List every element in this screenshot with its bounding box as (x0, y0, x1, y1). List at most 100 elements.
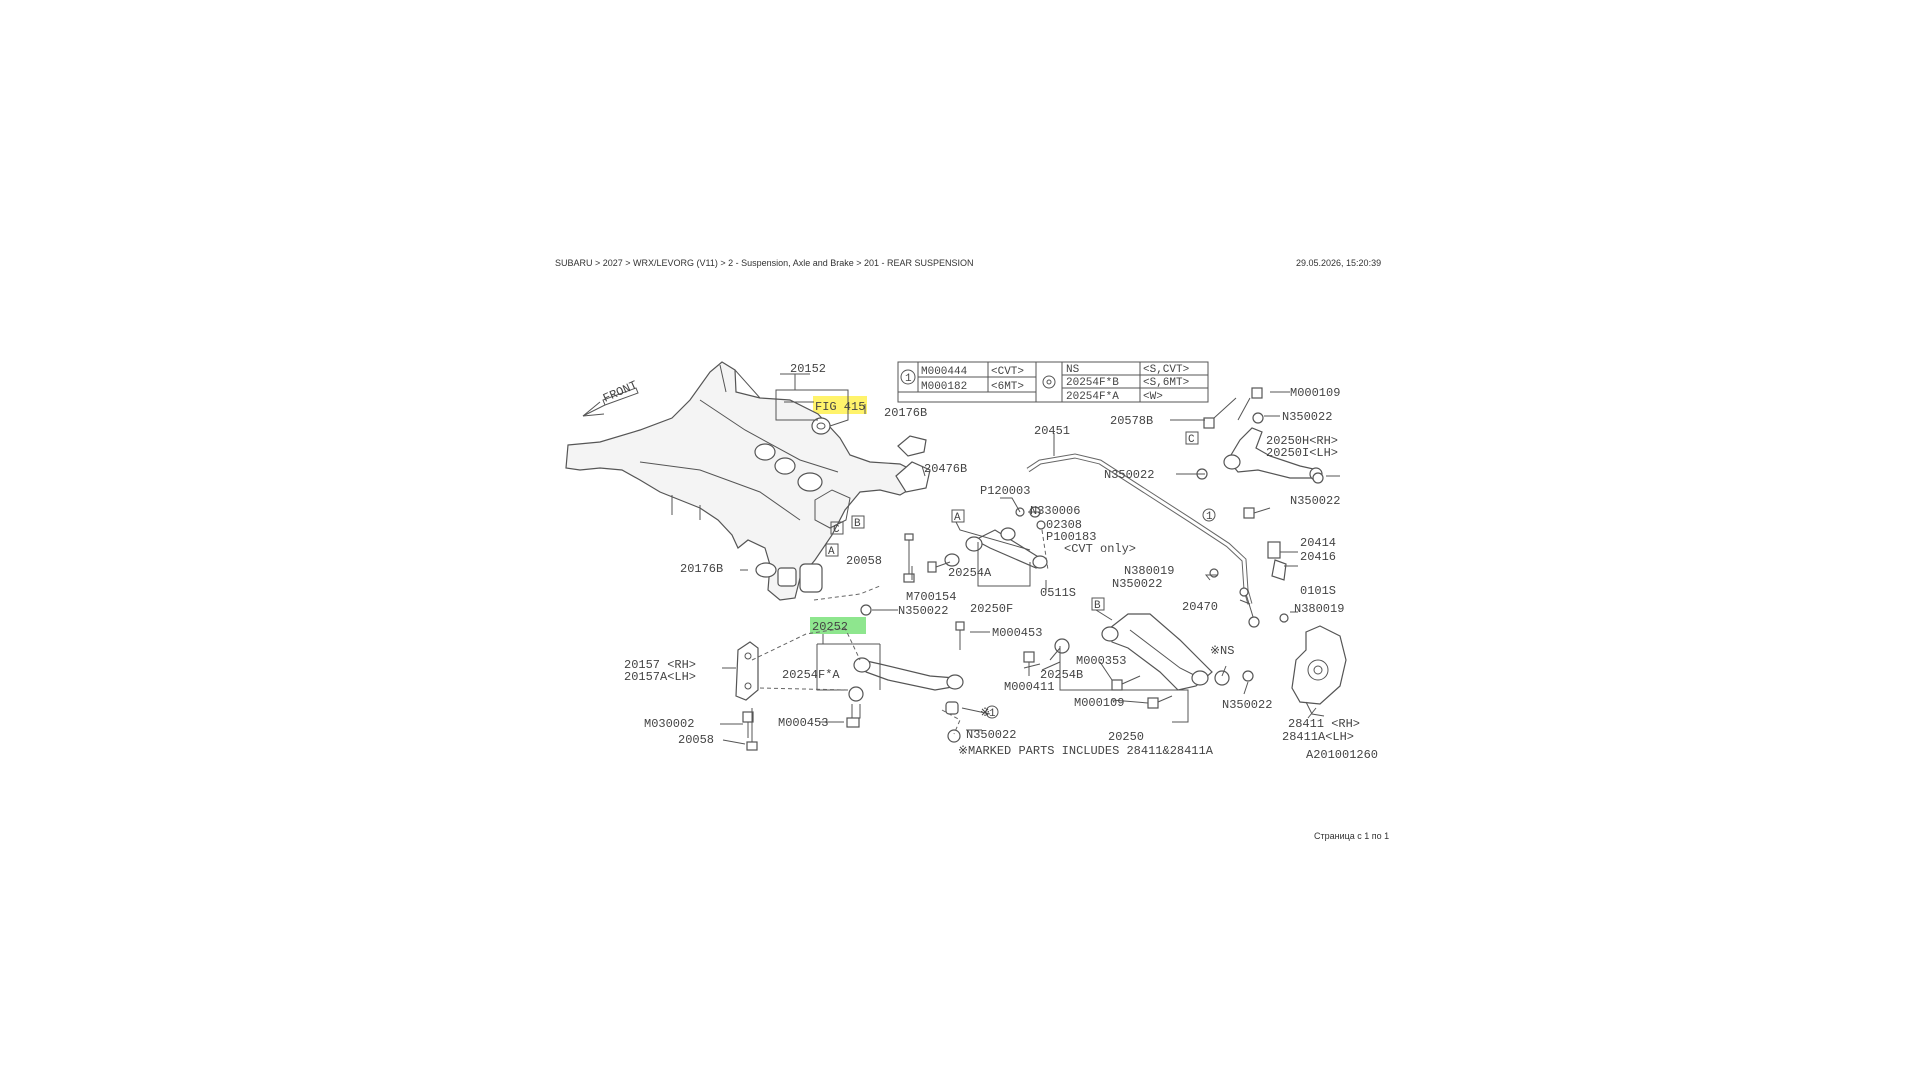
label-n350022-3: N350022 (1290, 494, 1340, 508)
label-20470: 20470 (1182, 600, 1218, 614)
highlight-green (810, 617, 866, 634)
circle-marker-icons (985, 508, 1216, 719)
legend-part-5: 20254F*A (1066, 391, 1119, 403)
bolt-m030002 (742, 711, 754, 738)
label-20176b-top: 20176B (884, 406, 927, 420)
label-n350022-4: N350022 (1112, 577, 1162, 591)
legend-part-3: NS (1066, 364, 1080, 376)
label-n350022-7: N350022 (966, 728, 1016, 742)
bolt-n380019-2 (1279, 613, 1289, 623)
stabilizer-bushing-20414 (1267, 541, 1287, 581)
circle-marker-1: 1 (1206, 511, 1213, 523)
label-n380019-2: N380019 (1294, 602, 1344, 616)
bolt-m000109-top (1237, 387, 1263, 421)
legend-cond-2: <6MT> (991, 381, 1024, 393)
label-20414: 20414 (1300, 536, 1336, 550)
label-m700154: M700154 (906, 590, 956, 604)
legend-table (897, 361, 1209, 403)
label-02308: 02308 (1046, 518, 1082, 532)
label-p120003: P120003 (980, 484, 1030, 498)
label-n330006: N330006 (1030, 504, 1080, 518)
label-20250i: 20250I<LH> (1266, 446, 1338, 460)
rear-subframe (565, 361, 913, 601)
front-label: FRONT (601, 378, 640, 405)
bolt-20578b (1203, 397, 1237, 429)
label-20250f: 20250F (970, 602, 1013, 616)
nut-n350022-1 (1252, 412, 1264, 424)
box-letter-c-1: C (833, 524, 840, 536)
label-n350022-6: N350022 (1222, 698, 1272, 712)
label-m000109-bottom: M000109 (1074, 696, 1124, 710)
label-20157: 20157 <RH> (624, 658, 696, 672)
label-20416: 20416 (1300, 550, 1336, 564)
mount-20176b-left (755, 562, 777, 578)
box-letter-marks (825, 431, 1199, 611)
nut-n350022-6 (1242, 670, 1254, 682)
box-letter-b-1: B (854, 518, 861, 530)
label-m000453-2: M000453 (778, 716, 828, 730)
label-20157a: 20157A<LH> (624, 670, 696, 684)
label-star-mark: ※ (980, 706, 990, 720)
label-m000453-1: M000453 (992, 626, 1042, 640)
diagram-code: A201001260 (1306, 748, 1378, 762)
bolt-m000411 (1023, 651, 1035, 676)
legend-circle-symbol: 1 (905, 373, 912, 385)
nut-n350022-7 (947, 729, 961, 743)
label-m000109-top: M000109 (1290, 386, 1340, 400)
box-letter-a-2: A (954, 512, 961, 524)
label-m000411: M000411 (1004, 680, 1054, 694)
label-28411: 28411 <RH> (1288, 717, 1360, 731)
breadcrumb: SUBARU > 2027 > WRX/LEVORG (V11) > 2 - S… (555, 258, 974, 268)
washer-icon (1042, 375, 1056, 389)
label-20451: 20451 (1034, 424, 1070, 438)
hub-carrier-28411 (1291, 625, 1347, 717)
label-20476b: 20476B (924, 462, 967, 476)
legend-cond-1: <CVT> (991, 366, 1024, 378)
circle-marker-2: 1 (989, 708, 996, 720)
dashed-guide-lines (751, 585, 961, 735)
legend-cond-4: <S,6MT> (1143, 377, 1189, 389)
label-20252: 20252 (812, 620, 848, 634)
legend-part-2: M000182 (921, 381, 967, 393)
stabilizer-link-20470 (1239, 587, 1260, 628)
label-m030002: M030002 (644, 717, 694, 731)
legend-cond-5: <W> (1143, 391, 1163, 403)
bolt-20058-bottom (746, 708, 758, 751)
legend-part-1: M000444 (921, 366, 968, 378)
bolt-m700154 (927, 561, 951, 573)
label-n350022-2: N350022 (1104, 468, 1154, 482)
mount-20476b (895, 461, 931, 493)
legend-part-4: 20254F*B (1066, 377, 1119, 389)
bolt-n380019-1 (1209, 568, 1219, 578)
stabilizer-bar-20451 (1026, 453, 1253, 605)
label-p100183: P100183 (1046, 530, 1096, 544)
label-n380019-1: N380019 (1124, 564, 1174, 578)
label-ns-star: ※NS (1210, 644, 1234, 658)
label-20254b: 20254B (1040, 668, 1083, 682)
bolt-m000453-1 (955, 621, 965, 650)
front-arrow-icon (582, 387, 639, 417)
box-letter-b-2: B (1094, 600, 1101, 612)
label-20152: 20152 (790, 362, 826, 376)
label-fig-415: FIG 415 (815, 400, 865, 414)
bolt-marked-star (945, 701, 959, 715)
label-m000353: M000353 (1076, 654, 1126, 668)
legend-cond-3: <S,CVT> (1143, 364, 1189, 376)
label-20058-bottom: 20058 (678, 733, 714, 747)
print-timestamp: 29.05.2026, 15:20:39 (1296, 258, 1382, 268)
box-letter-a-1: A (828, 546, 835, 558)
nut-n350022-center (860, 604, 872, 616)
label-20254a: 20254A (948, 566, 992, 580)
label-20250: 20250 (1108, 730, 1144, 744)
highlight-yellow (813, 396, 867, 414)
box-letter-c-2: C (1188, 434, 1195, 446)
lower-arm-20250 (1101, 613, 1213, 691)
label-20250h: 20250H<RH> (1266, 434, 1338, 448)
bolt-m000109-bottom (1147, 695, 1173, 709)
note-marked-parts: ※MARKED PARTS INCLUDES 28411&28411A (958, 744, 1214, 758)
label-20176b-left: 20176B (680, 562, 723, 576)
label-20254f-a: 20254F*A (782, 668, 840, 682)
nut-n350022-3 (1312, 472, 1324, 484)
label-cvt-only: <CVT only> (1064, 542, 1136, 556)
